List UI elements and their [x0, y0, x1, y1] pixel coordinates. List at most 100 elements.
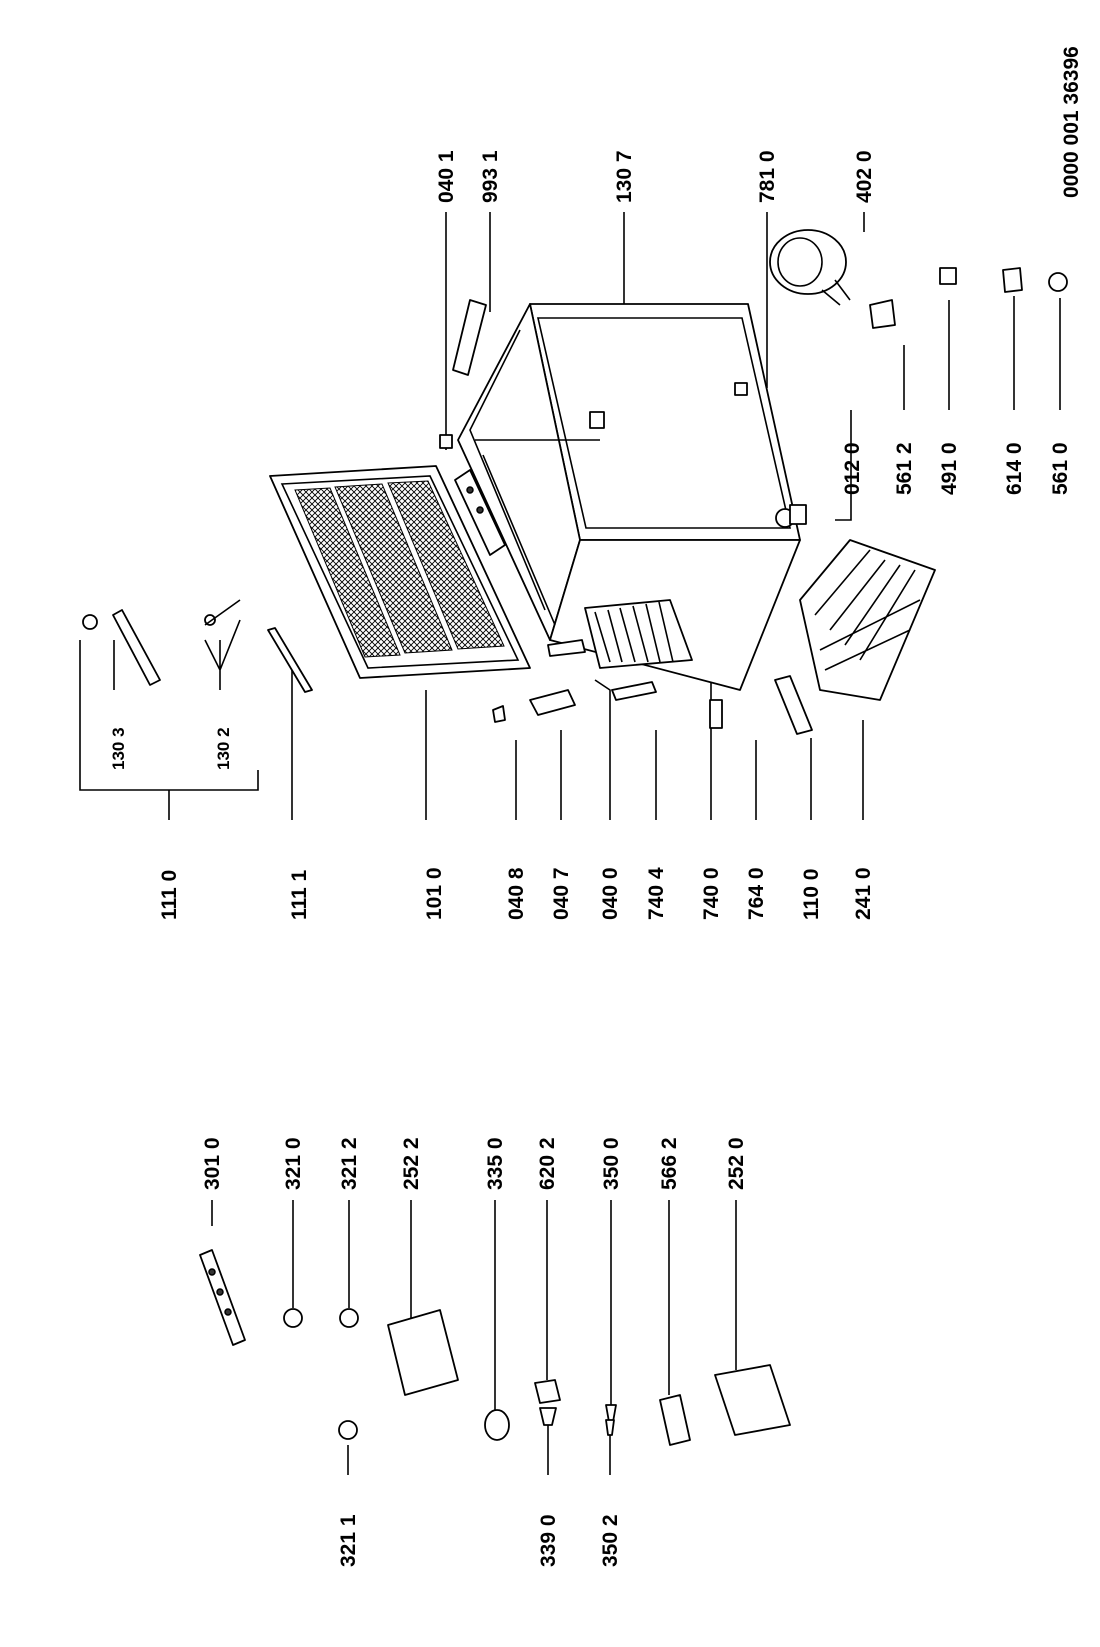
- svg-text:040 1: 040 1: [435, 150, 458, 203]
- svg-text:561 2: 561 2: [893, 442, 916, 495]
- knob-339-0-icon: [539, 1407, 557, 1426]
- svg-text:491 0: 491 0: [938, 442, 961, 495]
- control-panel-301-0-icon: [199, 1249, 246, 1346]
- hinge-top-icon: [439, 434, 453, 449]
- svg-text:130 2: 130 2: [214, 727, 233, 770]
- lamp-350-2-icon: [605, 1419, 615, 1436]
- part-620-2-icon: [534, 1379, 561, 1404]
- svg-text:012 0: 012 0: [841, 442, 864, 495]
- label-620-2: 620 2: [536, 1137, 559, 1190]
- svg-text:350 0: 350 0: [600, 1137, 623, 1190]
- freezer-lid: [269, 465, 531, 679]
- label-566-2: 566 2: [658, 1137, 681, 1190]
- label-781-0: 781 0: [756, 150, 779, 203]
- foot-040-0-icon: [547, 639, 586, 657]
- label-111-0: 111 0: [158, 870, 181, 920]
- label-339-0: 339 0: [537, 1514, 560, 1567]
- svg-text:335 0: 335 0: [484, 1137, 507, 1190]
- svg-text:614 0: 614 0: [1003, 442, 1026, 495]
- label-402-0: 402 0: [853, 150, 876, 203]
- label-130-3: 130 3: [109, 727, 128, 770]
- vent-grille-icon: [452, 299, 487, 376]
- label-241-0: 241 0: [852, 867, 875, 920]
- cover-040-7-icon: [529, 689, 576, 716]
- svg-text:252 0: 252 0: [725, 1137, 748, 1190]
- seal-strip-icon: [267, 627, 313, 693]
- label-040-8: 040 8: [505, 867, 528, 920]
- label-101-0: 101 0: [423, 867, 446, 920]
- svg-text:350 2: 350 2: [599, 1514, 622, 1567]
- wire-basket-icon: [799, 539, 936, 701]
- label-321-0: 321 0: [282, 1137, 305, 1190]
- svg-text:402 0: 402 0: [853, 150, 876, 203]
- svg-text:241 0: 241 0: [852, 867, 875, 920]
- label-040-1: 040 1: [435, 150, 458, 203]
- knob-321-1-icon: [338, 1420, 358, 1440]
- svg-text:321 1: 321 1: [337, 1514, 360, 1567]
- svg-text:040 8: 040 8: [505, 867, 528, 920]
- handle-110-0-icon: [774, 675, 813, 735]
- svg-text:566 2: 566 2: [658, 1137, 681, 1190]
- spring-566-2-icon: [659, 1394, 691, 1446]
- label-993-1: 993 1: [479, 150, 502, 203]
- svg-text:040 0: 040 0: [599, 867, 622, 920]
- label-561-2: 561 2: [893, 442, 916, 495]
- svg-text:339 0: 339 0: [537, 1514, 560, 1567]
- svg-text:040 7: 040 7: [550, 867, 573, 920]
- label-plate-icon: [734, 382, 748, 396]
- label-040-0: 040 0: [599, 867, 622, 920]
- filter-drier-icon: [709, 699, 723, 729]
- svg-text:740 0: 740 0: [700, 867, 723, 920]
- housing-252-2-icon: [387, 1309, 459, 1396]
- relay-icon: [869, 299, 896, 329]
- knob-321-0-icon: [283, 1308, 303, 1328]
- knob-321-2-icon: [339, 1308, 359, 1328]
- svg-text:993 1: 993 1: [479, 150, 502, 203]
- label-321-2: 321 2: [338, 1137, 361, 1190]
- handle-part-icon: [82, 599, 241, 686]
- svg-text:764 0: 764 0: [745, 867, 768, 920]
- label-130-2: 130 2: [214, 727, 233, 770]
- clip-icon: [492, 705, 506, 723]
- control-panel-knobs-icon: [208, 1268, 232, 1316]
- part-614-0-icon: [1002, 267, 1023, 293]
- svg-text:110 0: 110 0: [800, 869, 823, 920]
- label-614-0: 614 0: [1003, 442, 1026, 495]
- thermostat-335-0-icon: [484, 1409, 510, 1441]
- label-350-2: 350 2: [599, 1514, 622, 1567]
- part-491-0-icon: [939, 267, 957, 285]
- label-321-1: 321 1: [337, 1514, 360, 1567]
- label-doc-number: 0000 001 36396: [1060, 46, 1083, 198]
- label-301-0: 301 0: [201, 1137, 224, 1190]
- hinge-icon: [589, 411, 605, 429]
- condenser-coil-icon: [584, 599, 693, 669]
- label-130-7: 130 7: [613, 150, 636, 203]
- label-491-0: 491 0: [938, 442, 961, 495]
- svg-text:321 2: 321 2: [338, 1137, 361, 1190]
- label-764-0: 764 0: [745, 867, 768, 920]
- svg-text:111 1: 111 1: [288, 869, 311, 920]
- svg-text:252 2: 252 2: [400, 1137, 423, 1190]
- svg-text:101 0: 101 0: [423, 867, 446, 920]
- svg-text:130 7: 130 7: [613, 150, 636, 203]
- bracket-740-4-icon: [611, 681, 657, 701]
- label-012-0: 012 0: [841, 442, 864, 495]
- label-040-7: 040 7: [550, 867, 573, 920]
- compressor-icon: [769, 229, 851, 306]
- svg-text:740 4: 740 4: [645, 867, 668, 920]
- label-111-1: 111 1: [288, 869, 311, 920]
- part-561-0-icon: [1048, 272, 1068, 292]
- housing-252-0-icon: [714, 1364, 791, 1436]
- label-561-0: 561 0: [1049, 442, 1072, 495]
- svg-text:0000 001 36396: 0000 001 36396: [1060, 46, 1083, 198]
- label-740-0: 740 0: [700, 867, 723, 920]
- svg-text:620 2: 620 2: [536, 1137, 559, 1190]
- label-740-4: 740 4: [645, 867, 668, 920]
- label-350-0: 350 0: [600, 1137, 623, 1190]
- svg-text:111 0: 111 0: [158, 870, 181, 920]
- svg-text:301 0: 301 0: [201, 1137, 224, 1190]
- svg-text:561 0: 561 0: [1049, 442, 1072, 495]
- label-252-2: 252 2: [400, 1137, 423, 1190]
- label-335-0: 335 0: [484, 1137, 507, 1190]
